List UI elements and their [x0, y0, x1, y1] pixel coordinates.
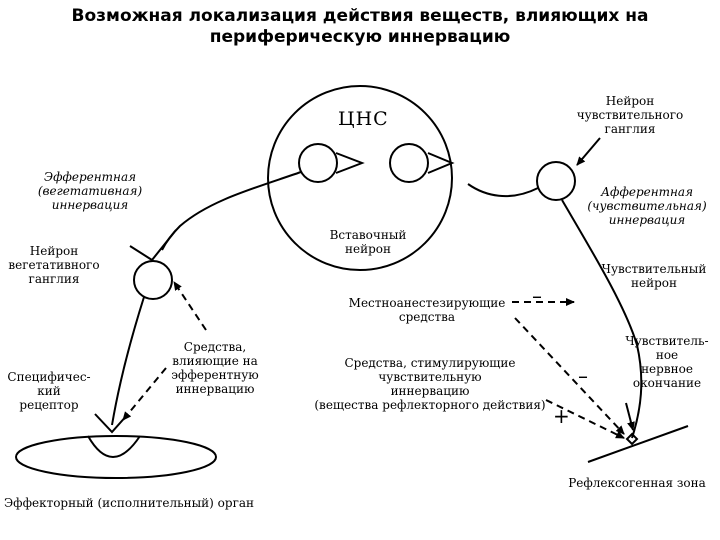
label-reflexogenic-zone: Рефлексогенная зона	[568, 476, 706, 490]
synapse-left	[335, 152, 365, 174]
cns-neuron-right	[389, 143, 429, 183]
pointer-sensory-ganglion	[576, 137, 601, 166]
dashed-arrow-anesthetics-to-ending	[514, 317, 625, 435]
sign-stimulating: +	[553, 404, 570, 428]
afferent-peripheral-fiber	[561, 199, 643, 439]
dashed-arrow-efferent-up	[173, 281, 207, 331]
label-sensory-neuron: Чувствительный нейрон	[601, 262, 707, 290]
label-sensory-ganglion-neuron: Нейрон чувствительного ганглия	[576, 94, 684, 136]
pointer-sensory-ending	[625, 402, 635, 431]
label-efferent-innervation: Эфферентная (вегетативная) иннервация	[37, 170, 143, 212]
label-afferent-innervation: Афферентная (чувствительная) иннервация	[587, 185, 707, 227]
label-specific-receptor: Специфичес- кий рецептор	[7, 370, 91, 412]
label-effector-organ: Эффекторный (исполнительный) орган	[4, 496, 255, 510]
reflexogenic-zone-line	[587, 425, 689, 463]
efferent-fiber	[161, 171, 302, 251]
receptor-cup	[87, 435, 141, 458]
sensory-ending-diamond	[625, 432, 639, 446]
label-interneuron: Вставочный нейрон	[329, 228, 407, 256]
dashed-arrow-stimulating	[545, 399, 625, 439]
label-local-anesthetics: Местноанестезирующие средства	[348, 296, 506, 324]
postganglionic-fiber	[111, 296, 145, 426]
label-autonomic-ganglion-neuron: Нейрон вегетативного ганглия	[8, 244, 100, 286]
ganglion-synapse	[129, 229, 177, 262]
autonomic-ganglion-neuron	[133, 260, 173, 300]
cns-circle	[267, 85, 453, 271]
afferent-central-fiber	[467, 183, 539, 198]
synapse-right	[427, 152, 455, 174]
diagram-title: Возможная локализация действия веществ, …	[71, 6, 649, 47]
effector-organ-outline	[15, 435, 217, 479]
cns-label: ЦНС	[338, 108, 389, 130]
sign-sensory-ending: –	[578, 364, 588, 388]
sign-local-anesthetics: –	[532, 284, 542, 308]
cns-neuron-left	[298, 143, 338, 183]
label-stimulating-drugs: Средства, стимулирующие чувствительную и…	[314, 356, 546, 412]
label-efferent-drugs: Средства, влияющие на эфферентную иннерв…	[171, 340, 259, 396]
sensory-ganglion-neuron	[536, 161, 576, 201]
label-sensory-ending: Чувствитель- ное нервное окончание	[625, 334, 709, 390]
